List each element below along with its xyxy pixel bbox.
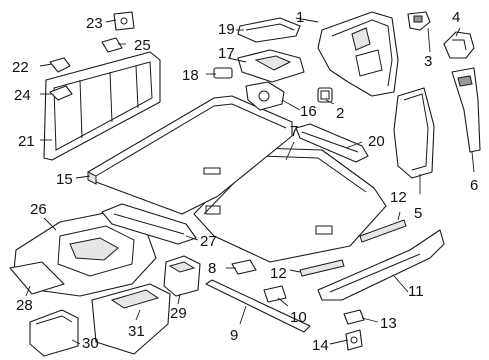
callout-13: 13: [380, 315, 397, 332]
callout-20: 20: [368, 133, 385, 150]
part-clip-23: [113, 11, 135, 31]
callout-3: 3: [424, 53, 432, 70]
callout-1: 1: [296, 9, 304, 26]
part-cargo-cover: [87, 95, 293, 215]
part-block-10: [263, 285, 287, 303]
part-bracket-small: [407, 11, 431, 31]
callout-14: 14: [312, 337, 329, 354]
part-storage-box: [163, 255, 201, 297]
callout-12-top: 12: [390, 189, 407, 206]
callout-12-bottom: 12: [270, 265, 287, 282]
part-clip-22: [49, 57, 71, 73]
part-side-rail: [295, 123, 369, 163]
callout-5: 5: [414, 205, 422, 222]
part-tray-19: [237, 17, 301, 43]
callout-4: 4: [452, 9, 460, 26]
callout-19: 19: [218, 21, 235, 38]
part-clip-square: [317, 87, 333, 103]
callout-29: 29: [170, 305, 187, 322]
part-floor-bracket-rail: [101, 203, 197, 245]
callout-8: 8: [208, 260, 216, 277]
callout-31: 31: [128, 323, 145, 340]
part-sill-plate: [317, 229, 445, 301]
part-side-trim-panel: [317, 11, 399, 97]
callout-10: 10: [290, 309, 307, 326]
part-pad-8: [231, 259, 257, 275]
part-pillar-trim: [451, 67, 481, 153]
callout-17: 17: [218, 45, 235, 62]
callout-15: 15: [56, 171, 73, 188]
callout-21: 21: [18, 133, 35, 150]
callout-27: 27: [200, 233, 217, 250]
callout-25: 25: [134, 37, 151, 54]
part-clip-18: [213, 67, 233, 79]
callout-22: 22: [12, 59, 29, 76]
callout-11: 11: [408, 283, 424, 300]
part-clip-25: [101, 37, 123, 53]
callout-7: 7: [290, 123, 298, 140]
callout-30: 30: [82, 335, 99, 352]
callout-9: 9: [230, 327, 238, 344]
callout-18: 18: [182, 67, 199, 84]
part-hook-bracket: [443, 31, 475, 59]
callout-labels: 1 2 3 4 5 6 7 8 9 10 11 12 12 13 14 15 1…: [12, 9, 478, 354]
part-bin-30: [29, 309, 79, 357]
callout-6: 6: [470, 177, 478, 194]
part-partition-net: [43, 51, 161, 161]
callout-16: 16: [300, 103, 317, 120]
part-strip-12b: [299, 259, 345, 277]
callout-26: 26: [30, 201, 47, 218]
part-clip-24: [49, 85, 73, 101]
part-bracket-17: [237, 49, 305, 83]
part-strip-12a: [359, 219, 407, 243]
callout-24: 24: [14, 87, 31, 104]
part-hook-14: [345, 329, 363, 351]
leader-lines: [25, 17, 475, 345]
part-latch-16: [245, 81, 285, 111]
part-tall-trim-panel: [393, 87, 435, 179]
part-pad-13: [343, 309, 365, 325]
callout-23: 23: [86, 15, 103, 32]
part-bin-31: [91, 283, 171, 355]
part-tray-section-28: [9, 261, 65, 295]
callout-2: 2: [336, 105, 344, 122]
part-trim-strip: [205, 279, 311, 333]
callout-28: 28: [16, 297, 33, 314]
